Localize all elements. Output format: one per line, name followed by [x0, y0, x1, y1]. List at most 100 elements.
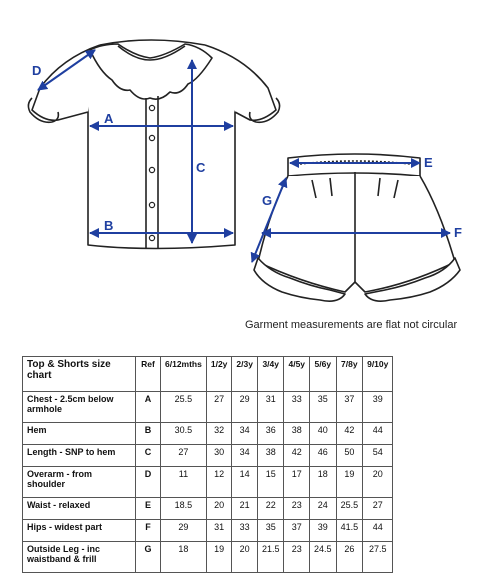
row-ref: F — [135, 519, 161, 542]
row-label: Hips - widest part — [22, 519, 136, 542]
cell-value: 31 — [205, 519, 233, 542]
size-header: 4/5y — [283, 356, 311, 392]
cell-value: 27 — [205, 391, 233, 423]
cell-value: 27 — [362, 497, 394, 520]
cell-value: 31 — [256, 391, 285, 423]
dimension-g-label: G — [262, 193, 272, 208]
table-row: Waist - relaxed E 18.5 20 21 22 23 24 25… — [22, 497, 394, 520]
cell-value: 35 — [256, 519, 285, 542]
cell-value: 36 — [256, 422, 285, 445]
cell-value: 39 — [362, 391, 394, 423]
table-title: Top & Shorts size chart — [22, 356, 136, 392]
size-header: 2/3y — [231, 356, 258, 392]
dimension-d-line — [37, 49, 96, 91]
cell-value: 37 — [335, 391, 364, 423]
table-row: Overarm - from shoulder D 11 12 14 15 17… — [22, 466, 394, 498]
cell-value: 34 — [231, 422, 258, 445]
table-header-row: Top & Shorts size chart Ref 6/12mths 1/2… — [22, 356, 394, 392]
cell-value: 18 — [160, 541, 207, 573]
cell-value: 22 — [256, 497, 285, 520]
garment-illustration: A B C D E F G — [27, 39, 462, 302]
dimension-d-label: D — [32, 63, 41, 78]
cell-value: 44 — [362, 422, 394, 445]
cell-value: 20 — [362, 466, 394, 498]
cell-value: 42 — [335, 422, 364, 445]
cell-value: 30.5 — [160, 422, 207, 445]
row-ref: B — [135, 422, 161, 445]
cell-value: 19 — [205, 541, 233, 573]
cell-value: 19 — [335, 466, 364, 498]
row-ref: G — [135, 541, 161, 573]
size-header: 3/4y — [256, 356, 285, 392]
row-label: Waist - relaxed — [22, 497, 136, 520]
cell-value: 33 — [283, 391, 311, 423]
measurement-labels: A B C D E F G — [32, 63, 462, 240]
cell-value: 30 — [205, 444, 233, 467]
cell-value: 33 — [231, 519, 258, 542]
cell-value: 27 — [160, 444, 207, 467]
cell-value: 20 — [205, 497, 233, 520]
shorts-drawing — [253, 153, 461, 302]
cell-value: 20 — [231, 541, 258, 573]
size-header: 5/6y — [309, 356, 337, 392]
cell-value: 17 — [283, 466, 311, 498]
dimension-c-label: C — [196, 160, 206, 175]
ref-header: Ref — [135, 356, 161, 392]
cell-value: 11 — [160, 466, 207, 498]
cell-value: 42 — [283, 444, 311, 467]
cell-value: 27.5 — [362, 541, 394, 573]
dimension-a-label: A — [104, 111, 114, 126]
cell-value: 37 — [283, 519, 311, 542]
row-label: Length - SNP to hem — [22, 444, 136, 467]
cell-value: 39 — [309, 519, 337, 542]
size-header: 7/8y — [335, 356, 364, 392]
cell-value: 38 — [283, 422, 311, 445]
table-row: Length - SNP to hem C 27 30 34 38 42 46 … — [22, 444, 394, 467]
table-row: Outside Leg - inc waistband & frill G 18… — [22, 541, 394, 573]
row-label: Outside Leg - inc waistband & frill — [22, 541, 136, 573]
cell-value: 54 — [362, 444, 394, 467]
row-label: Chest - 2.5cm below armhole — [22, 391, 136, 423]
cell-value: 18.5 — [160, 497, 207, 520]
cell-value: 26 — [335, 541, 364, 573]
cell-value: 18 — [309, 466, 337, 498]
cell-value: 24 — [309, 497, 337, 520]
cell-value: 21 — [231, 497, 258, 520]
dimension-g-line — [250, 177, 288, 263]
dimension-e-label: E — [424, 155, 433, 170]
cell-value: 23 — [283, 541, 311, 573]
cell-value: 41.5 — [335, 519, 364, 542]
cell-value: 44 — [362, 519, 394, 542]
dimension-f-label: F — [454, 225, 462, 240]
table-row: Hips - widest part F 29 31 33 35 37 39 4… — [22, 519, 394, 542]
cell-value: 40 — [309, 422, 337, 445]
dimension-b-label: B — [104, 218, 113, 233]
table-row: Hem B 30.5 32 34 36 38 40 42 44 — [22, 422, 394, 445]
size-header: 6/12mths — [160, 356, 207, 392]
cell-value: 46 — [309, 444, 337, 467]
measurement-lines — [37, 49, 451, 263]
size-chart-table: Top & Shorts size chart Ref 6/12mths 1/2… — [22, 356, 394, 573]
cell-value: 14 — [231, 466, 258, 498]
cell-value: 32 — [205, 422, 233, 445]
size-header: 1/2y — [205, 356, 233, 392]
row-label: Hem — [22, 422, 136, 445]
cell-value: 23 — [283, 497, 311, 520]
row-ref: D — [135, 466, 161, 498]
cell-value: 21.5 — [256, 541, 285, 573]
cell-value: 25.5 — [335, 497, 364, 520]
cell-value: 50 — [335, 444, 364, 467]
table-row: Chest - 2.5cm below armhole A 25.5 27 29… — [22, 391, 394, 423]
cell-value: 29 — [231, 391, 258, 423]
cell-value: 38 — [256, 444, 285, 467]
row-label: Overarm - from shoulder — [22, 466, 136, 498]
cell-value: 34 — [231, 444, 258, 467]
cell-value: 15 — [256, 466, 285, 498]
row-ref: A — [135, 391, 161, 423]
cell-value: 12 — [205, 466, 233, 498]
measurement-note: Garment measurements are flat not circul… — [245, 319, 458, 331]
cell-value: 29 — [160, 519, 207, 542]
row-ref: C — [135, 444, 161, 467]
cell-value: 25.5 — [160, 391, 207, 423]
cell-value: 24.5 — [309, 541, 337, 573]
